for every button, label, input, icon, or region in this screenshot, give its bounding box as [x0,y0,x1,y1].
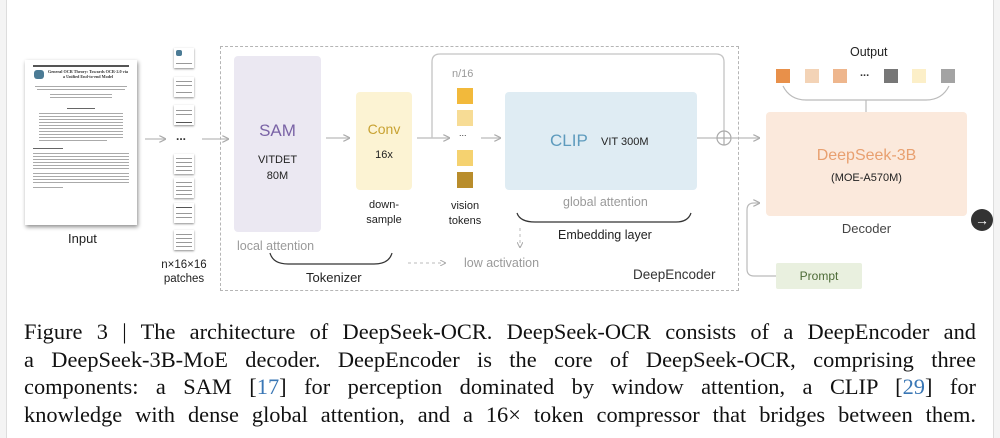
decoder-subtitle: (MOE-A570M) [831,172,902,184]
vision-token [457,172,473,188]
conv-title: Conv [367,121,401,137]
output-token [776,69,790,83]
input-document-thumbnail: General OCR Theory: Towards OCR-2.0 via … [25,60,137,225]
patch-ellipsis: ... [176,129,187,143]
vision-tokens-label-line1: vision [450,200,480,212]
vision-tokens-label: vision tokens [440,199,490,229]
patch [174,48,194,68]
paper-page [6,0,994,438]
patches-label-line2: patches [163,273,205,285]
decoder-block [766,112,967,216]
caption-text: components: a SAM [ [24,374,257,399]
sam-attention-note: local attention [237,239,315,253]
patch [174,154,194,174]
conv-note-line1: down- [369,199,399,211]
input-label: Input [68,231,97,246]
tokenizer-label: Tokenizer [306,270,362,285]
conv-factor: 16x [375,149,393,161]
patches-label-line1: n×16×16 [161,259,207,271]
output-token [941,69,955,83]
output-ellipsis: ... [860,67,870,79]
patch [174,203,194,223]
conv-note-line2: sample [366,214,402,226]
patch [174,178,194,198]
citation-link-29[interactable]: 29 [902,374,925,399]
output-token [912,69,926,83]
patches-label: n×16×16 patches [158,258,210,286]
conv-note: down- sample [356,198,412,228]
citation-link-17[interactable]: 17 [256,374,280,399]
output-token [833,69,847,83]
caption-text: ] for perception dominated by window att… [279,374,903,399]
clip-title: CLIP [550,131,588,150]
output-token [805,69,819,83]
embedding-layer-label: Embedding layer [558,228,652,242]
clip-model: VIT 300M [601,136,649,148]
decoder-title: DeepSeek-3B [816,147,917,164]
sam-params: 80M [266,170,289,182]
conv-block [356,92,412,190]
caption-line-4: knowledge with dense global attention, a… [24,401,976,427]
document-logo-icon [34,70,44,79]
clip-block [505,92,697,190]
prompt-label: Prompt [799,269,839,283]
next-arrow-icon[interactable]: → [971,209,993,231]
caption-line-2: a DeepSeek-3B-MoE decoder. DeepEncoder i… [24,346,976,372]
sam-title: SAM [259,121,296,140]
vision-token-ellipsis: ... [459,128,467,138]
output-token [884,69,898,83]
patch [174,77,194,97]
vision-token [457,88,473,104]
vision-token [457,150,473,166]
vision-tokens-label-line2: tokens [448,215,482,227]
embedding-brace [516,212,692,223]
arrow-prompt-to-decoder [746,203,776,277]
deepencoder-region [220,46,739,291]
patch [174,105,194,125]
caption-line-3: components: a SAM [17] for perception do… [24,373,976,401]
low-activation-label: low activation [464,256,540,270]
vision-token [457,110,473,126]
token-count-label: n/16 [452,68,474,80]
tokenizer-brace [269,252,393,265]
caption-text: ] for [924,374,976,399]
skip-connection [431,53,725,138]
figure-caption: Figure 3 | The architecture of DeepSeek-… [24,318,976,428]
caption-line-1: Figure 3 | The architecture of DeepSeek-… [24,319,976,344]
decoder-label: Decoder [841,221,892,236]
sam-model: VITDET [257,154,298,166]
sam-block [234,56,321,232]
prompt-block [776,263,862,289]
sam-details: VITDET 80M [234,152,321,184]
deepencoder-label: DeepEncoder [633,267,716,282]
output-brace [782,85,950,101]
clip-attention-note: global attention [563,195,648,209]
patch [174,230,194,250]
output-label: Output [850,45,888,59]
document-title: General OCR Theory: Towards OCR-2.0 via … [48,69,128,79]
